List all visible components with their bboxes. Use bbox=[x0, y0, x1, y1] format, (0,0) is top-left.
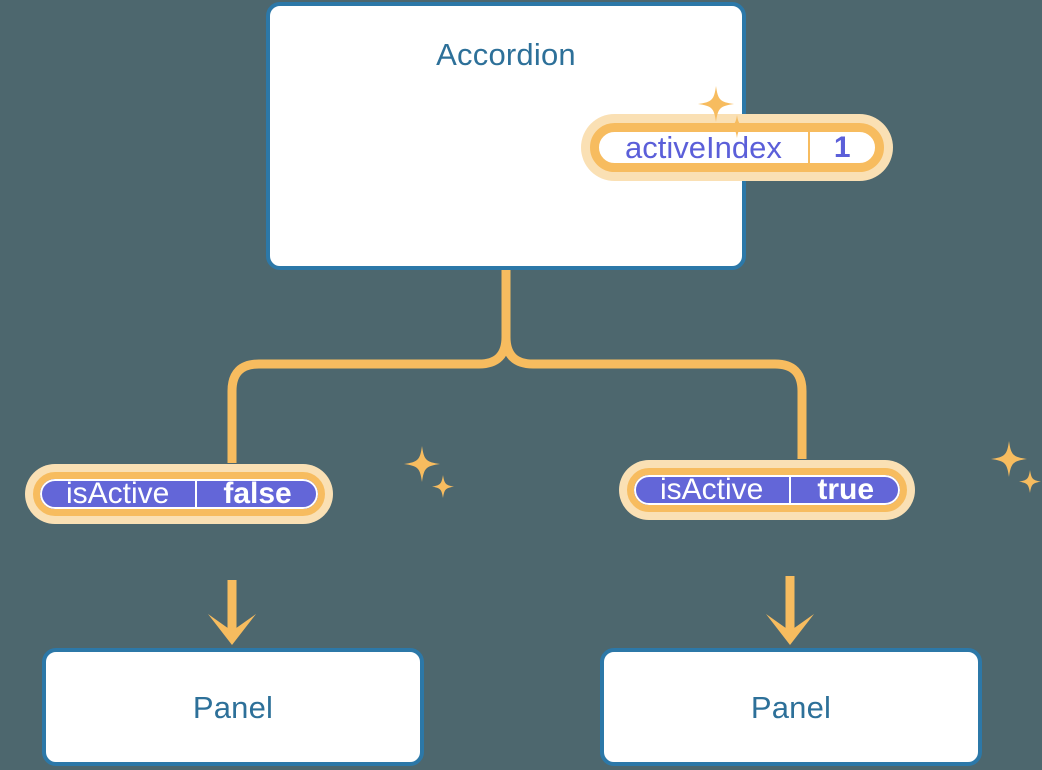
sparkles-icon bbox=[991, 441, 1041, 493]
state-pill-is-active-true[interactable]: isActive true bbox=[627, 468, 908, 512]
connector-branch-left bbox=[227, 336, 511, 463]
state-pill-active-index[interactable]: activeIndex 1 bbox=[590, 123, 884, 172]
state-key-label: activeIndex bbox=[599, 132, 810, 163]
accordion-title: Accordion bbox=[436, 37, 576, 72]
state-value-label: true bbox=[817, 473, 875, 506]
state-key-label: isActive bbox=[634, 475, 792, 505]
connector-branch-right bbox=[501, 336, 807, 459]
state-value-label: false bbox=[223, 477, 292, 510]
panel-title: Panel bbox=[750, 689, 832, 725]
state-value-label: 1 bbox=[833, 130, 851, 164]
arrow-down-icon-right bbox=[766, 576, 814, 645]
arrow-down-icon-left bbox=[208, 580, 256, 645]
state-pill-is-active-false[interactable]: isActive false bbox=[33, 472, 325, 516]
accordion-component-card[interactable]: Accordion activeIndex 1 bbox=[266, 2, 884, 270]
state-pill[interactable]: isActive true bbox=[627, 468, 908, 512]
state-pill[interactable]: activeIndex 1 bbox=[590, 123, 884, 172]
state-pill[interactable]: isActive false bbox=[33, 472, 325, 516]
panel-title: Panel bbox=[192, 689, 274, 725]
state-key-label: isActive bbox=[40, 479, 198, 509]
sparkles-icon bbox=[404, 446, 454, 498]
panel-card-left[interactable]: Panel bbox=[42, 648, 424, 766]
panel-card-right[interactable]: Panel bbox=[600, 648, 982, 766]
